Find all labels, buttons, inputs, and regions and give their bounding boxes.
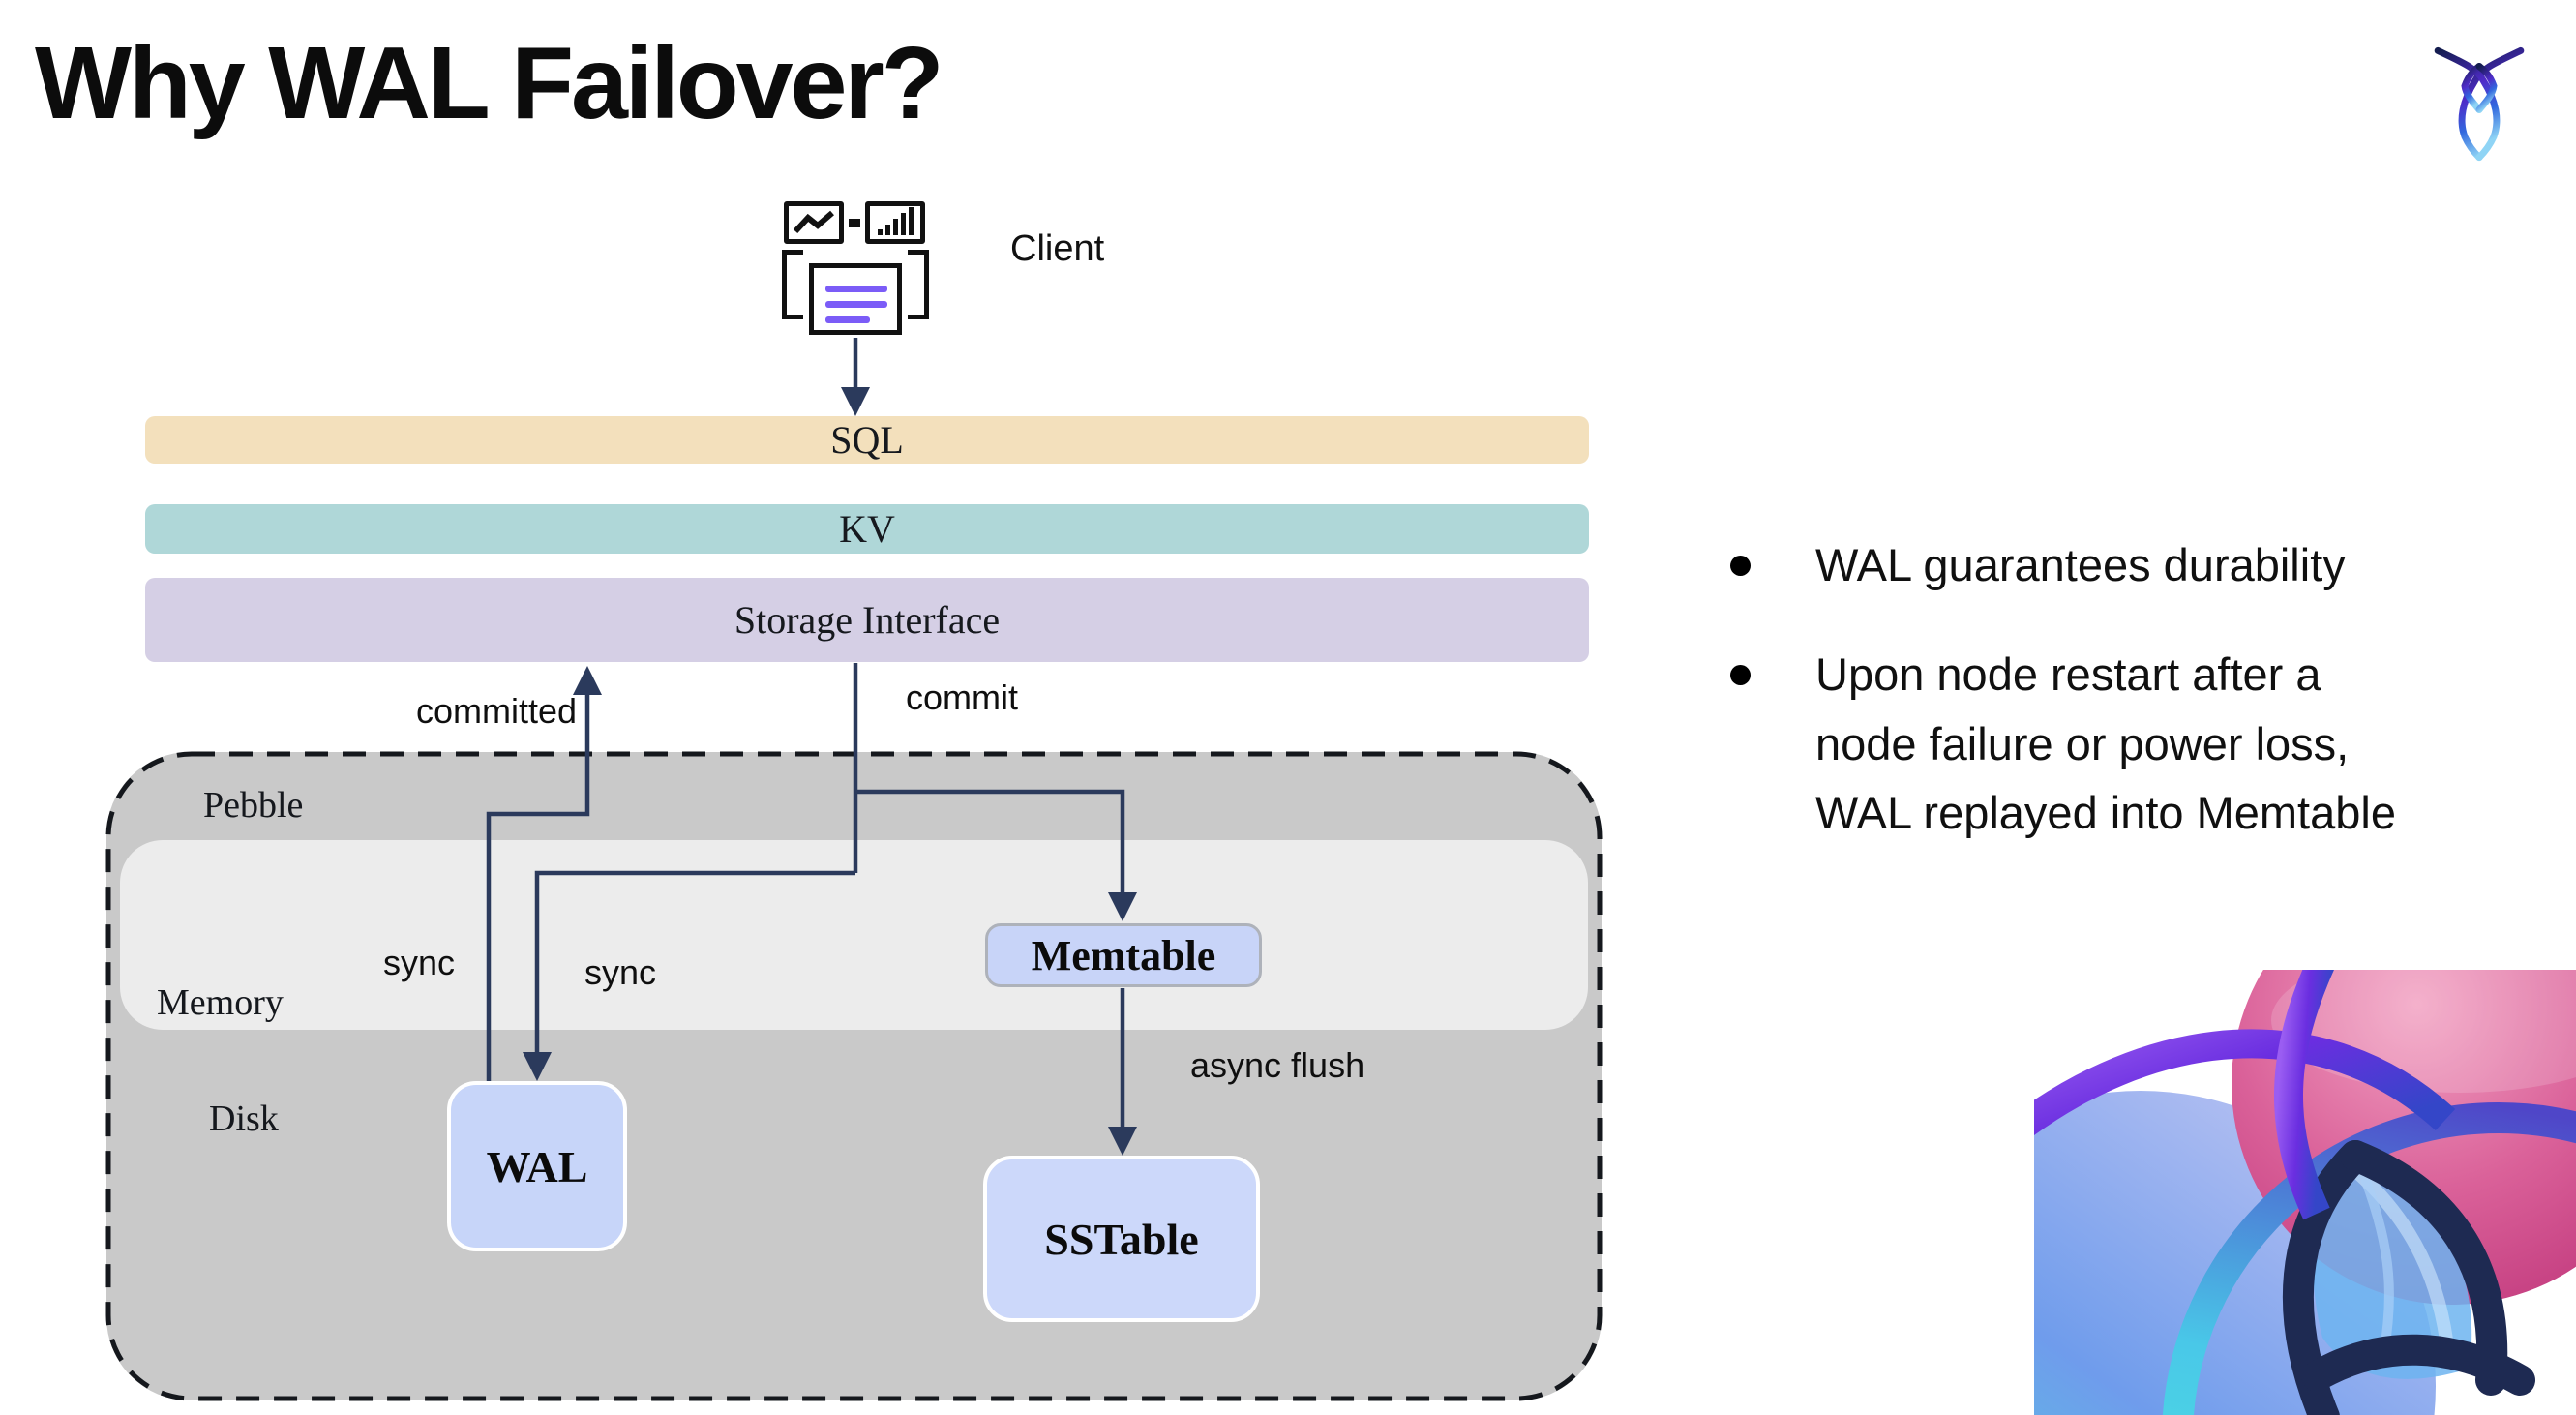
commit-edge-label: commit bbox=[906, 677, 1018, 717]
sstable-node: SSTable bbox=[983, 1156, 1260, 1322]
layer-sql: SQL bbox=[145, 416, 1589, 464]
bullet-list: WAL guarantees durability Upon node rest… bbox=[1728, 530, 2570, 888]
sync-commit-edge-label: sync bbox=[584, 952, 657, 992]
document-icon bbox=[809, 263, 902, 335]
page-title: Why WAL Failover? bbox=[35, 26, 944, 140]
bullet-item: WAL guarantees durability bbox=[1728, 530, 2570, 599]
wal-node: WAL bbox=[447, 1081, 627, 1251]
dash-connector-icon bbox=[849, 219, 860, 227]
layer-kv: KV bbox=[145, 504, 1589, 554]
memtable-node: Memtable bbox=[985, 923, 1262, 987]
disk-label: Disk bbox=[209, 1099, 279, 1139]
cockroachdb-logo-icon bbox=[2434, 46, 2525, 162]
client-icon bbox=[780, 199, 931, 337]
client-label: Client bbox=[1010, 228, 1105, 269]
committed-edge-label: committed bbox=[415, 691, 577, 731]
pebble-label: Pebble bbox=[203, 785, 304, 826]
bracket-left-icon bbox=[782, 250, 803, 319]
brand-artwork bbox=[2034, 970, 2576, 1415]
memory-label: Memory bbox=[157, 982, 284, 1023]
bar-chart-icon bbox=[865, 201, 925, 244]
bullet-item: Upon node restart after a node failure o… bbox=[1728, 640, 2570, 847]
bracket-right-icon bbox=[908, 250, 929, 319]
memory-band bbox=[120, 840, 1588, 1030]
async-flush-edge-label: async flush bbox=[1190, 1045, 1365, 1085]
layer-storage-interface: Storage Interface bbox=[145, 578, 1589, 662]
sync-wal-edge-label: sync bbox=[383, 943, 456, 982]
line-chart-icon bbox=[784, 201, 844, 244]
